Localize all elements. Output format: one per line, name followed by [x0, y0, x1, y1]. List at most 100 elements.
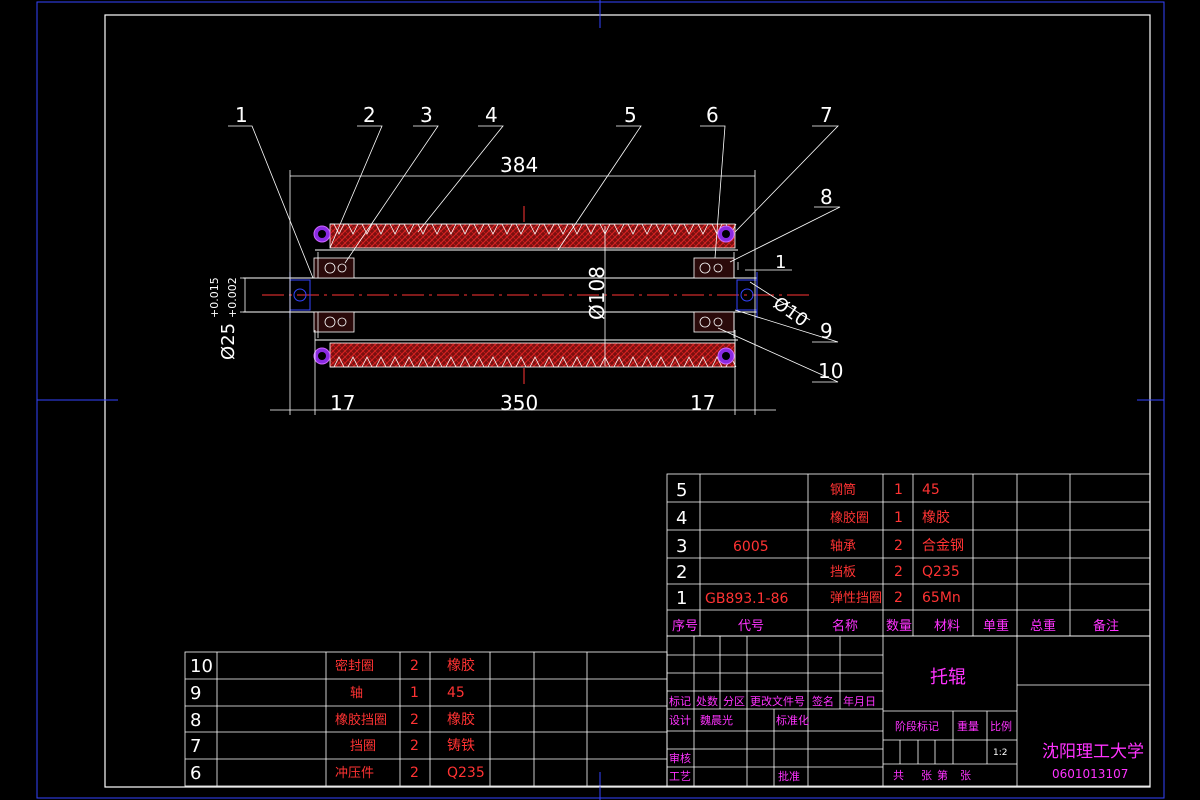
bom-upper-no: 2 — [676, 562, 687, 583]
sheet-border — [36, 0, 1165, 800]
bom-lower-material: Q235 — [447, 765, 485, 781]
bom-lower-qty: 2 — [410, 738, 419, 754]
bom-lower-qty: 2 — [410, 712, 419, 728]
bom-upper-qty: 1 — [894, 510, 903, 526]
bom-lower-no: 9 — [190, 683, 201, 704]
scale-value: 1:2 — [993, 748, 1007, 758]
callout-8: 8 — [820, 185, 833, 209]
bom-lower-name: 轴 — [350, 686, 363, 701]
part-name: 托辊 — [930, 667, 966, 688]
drawing-number: 0601013107 — [1052, 767, 1128, 781]
bom-lower-material: 橡胶 — [447, 657, 475, 674]
lbl-weight: 重量 — [957, 719, 979, 733]
bom-lower-no: 6 — [190, 763, 201, 784]
hdr-total-wt: 总重 — [1030, 618, 1056, 634]
lbl-count: 处数 — [696, 695, 718, 708]
dim-diameter: Ø108 — [585, 266, 609, 320]
dim-tol-lower: +0.002 — [226, 277, 239, 318]
bom-lower-material: 橡胶 — [447, 711, 475, 728]
dim-gap: 1 — [775, 252, 786, 273]
steel-tube — [315, 249, 738, 341]
roller-assembly — [243, 206, 810, 384]
bom-lower-material: 铸铁 — [447, 738, 475, 754]
leader-lines — [228, 125, 841, 383]
hdr-code: 代号 — [738, 619, 764, 634]
hdr-material: 材料 — [934, 619, 960, 634]
bom-upper-name: 钢筒 — [830, 482, 856, 498]
bom-upper-qty: 2 — [894, 538, 903, 554]
dim-right-end: 17 — [690, 391, 715, 415]
hdr-name: 名称 — [832, 618, 858, 634]
bom-upper-name: 弹性挡圈 — [830, 591, 882, 606]
callout-2: 2 — [363, 103, 376, 127]
dim-tol-upper: +0.015 — [208, 277, 221, 318]
lbl-total: 共 — [893, 769, 904, 782]
lbl-design: 设计 — [669, 714, 691, 727]
lbl-process: 工艺 — [669, 770, 691, 783]
lbl-zone: 分区 — [723, 695, 745, 708]
designer-name: 魏晨光 — [700, 713, 733, 727]
dimensions — [240, 170, 811, 415]
bom-upper-name: 橡胶圈 — [830, 510, 869, 526]
bom-lower-no: 10 — [190, 656, 213, 677]
bom-upper-qty: 2 — [894, 590, 903, 606]
bom-upper-table — [666, 473, 1151, 637]
upper-rubber-ring — [329, 223, 737, 249]
lbl-page: 第 — [937, 768, 948, 782]
bom-lower-qty: 2 — [410, 765, 419, 781]
bom-upper-material: 橡胶 — [922, 509, 950, 526]
bom-upper-qty: 2 — [894, 564, 903, 580]
dim-left-end: 17 — [330, 391, 355, 415]
bom-upper-code: GB893.1-86 — [705, 591, 788, 607]
dim-overall-length: 384 — [500, 153, 538, 177]
dim-shaft-diameter: Ø25 — [218, 323, 239, 360]
school-name: 沈阳理工大学 — [1042, 742, 1144, 762]
lbl-ratio: 比例 — [990, 719, 1012, 733]
lbl-sheets: 张 — [921, 769, 932, 782]
lbl-standard: 标准化 — [776, 713, 809, 727]
bom-upper-material: 45 — [922, 482, 940, 498]
lbl-date: 年月日 — [843, 694, 876, 708]
bom-upper-material: 合金钢 — [922, 538, 964, 554]
left-end-cap — [313, 252, 355, 338]
callout-6: 6 — [706, 103, 719, 127]
bom-upper-header: 序号 代号 名称 数量 材料 单重 总重 备注 — [672, 618, 1119, 634]
bom-upper-name: 轴承 — [830, 539, 856, 554]
bom-lower-material: 45 — [447, 685, 465, 701]
bom-lower-qty: 2 — [410, 658, 419, 674]
callout-10: 10 — [818, 359, 843, 383]
dim-small-diameter: Ø10 — [769, 293, 811, 331]
callout-5: 5 — [624, 103, 637, 127]
hdr-qty: 数量 — [886, 619, 912, 634]
bom-lower-name: 橡胶挡圈 — [335, 712, 387, 728]
bom-lower-name: 密封圈 — [335, 658, 374, 674]
title-block-labels: 标记 处数 分区 更改文件号 签名 年月日 设计 魏晨光 标准化 审核 工艺 批… — [669, 694, 1012, 783]
callout-1: 1 — [235, 103, 248, 127]
bom-upper-name: 挡板 — [830, 565, 856, 580]
bom-upper-no: 1 — [676, 588, 687, 609]
lbl-review: 审核 — [669, 751, 691, 765]
callout-9: 9 — [820, 319, 833, 343]
lbl-sheet: 张 — [960, 769, 971, 782]
bom-upper-no: 4 — [676, 508, 687, 529]
callout-4: 4 — [485, 103, 498, 127]
dim-center-length: 350 — [500, 391, 538, 415]
bom-lower-no: 8 — [190, 710, 201, 731]
bom-upper-no: 5 — [676, 480, 687, 501]
bom-upper-code: 6005 — [733, 539, 769, 555]
lbl-stage: 阶段标记 — [895, 719, 939, 733]
lbl-doc: 更改文件号 — [750, 694, 805, 708]
bom-upper-qty: 1 — [894, 482, 903, 498]
bom-lower-name: 挡圈 — [350, 739, 376, 754]
lower-rubber-ring — [329, 342, 737, 368]
hdr-unit-wt: 单重 — [983, 618, 1009, 634]
hdr-no: 序号 — [672, 619, 698, 634]
lbl-approve: 批准 — [778, 769, 800, 783]
hdr-remark: 备注 — [1093, 618, 1119, 634]
bom-lower-no: 7 — [190, 736, 201, 757]
bom-lower-table — [184, 651, 668, 787]
bom-lower-qty: 1 — [410, 685, 419, 701]
